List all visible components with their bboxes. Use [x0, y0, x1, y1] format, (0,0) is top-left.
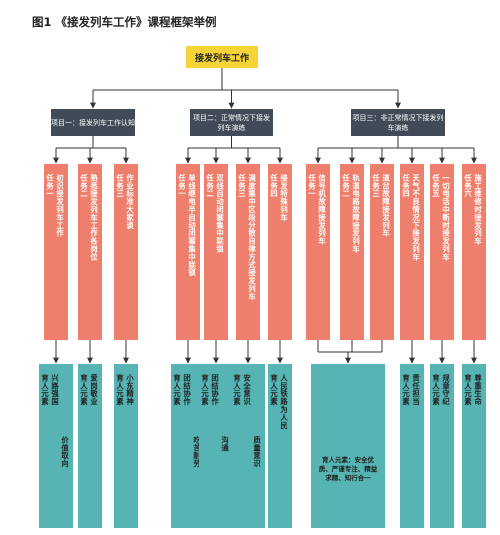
value-text-secondary: 价值取向 [61, 436, 70, 468]
value-label: 育人元素 [432, 374, 441, 406]
value-text: 团结协作 [211, 374, 220, 406]
value-text: 安全意识 [243, 374, 252, 406]
value-label: 育人元素 [201, 374, 210, 406]
task-node: 任务一单线继电半自动闭塞集中联锁 [176, 164, 200, 340]
task-node: 任务三调度集中区段分散自律方式接发列车 [236, 164, 260, 340]
task-number: 任务三 [238, 174, 247, 198]
task-node: 任务三作业标准大家谈 [114, 164, 138, 340]
merged-value-text: 育人元素：安全优质、严谨专注、精益求精、知行合一 [318, 456, 378, 482]
task-title: 天气不良情况下接发列车 [412, 174, 421, 261]
value-text: 人民铁路为人民 [280, 374, 289, 430]
task-title: 一切电话中断时接发列车 [442, 174, 451, 261]
task-number: 任务二 [342, 174, 351, 198]
task-number: 任务二 [80, 174, 89, 198]
value-text-secondary: 沟通 [221, 436, 230, 452]
task-title: 作业标准大家谈 [126, 174, 135, 230]
task-number: 任务四 [402, 174, 411, 198]
figure-title: 图1 《接发列车工作》课程框架举例 [32, 15, 217, 29]
task-number: 任务一 [46, 174, 55, 198]
task-node: 任务一初识接发列车工作 [44, 164, 68, 340]
value-text: 尊重生命 [474, 374, 483, 406]
task-number: 任务二 [206, 174, 215, 198]
value-label: 育人元素 [41, 374, 50, 406]
value-node: 育人元素团结协作沟通 [199, 364, 233, 528]
value-node: 育人元素规章守纪 [430, 364, 454, 528]
task-title: 双线自动闭塞集中联锁 [216, 174, 225, 253]
task-number: 任务六 [464, 174, 473, 198]
task-title: 初识接发列车工作 [56, 174, 65, 238]
task-title: 施工维修时接发列车 [474, 174, 483, 246]
task-title: 道岔故障接发列车 [382, 174, 391, 238]
task-number: 任务一 [308, 174, 317, 198]
task-node: 任务四接发特殊列车 [268, 164, 292, 340]
value-node: 育人元素爱岗敬业 [78, 364, 102, 528]
task-node: 任务二轨道电路故障接发列车 [340, 164, 364, 340]
value-node: 育人元素人民铁路为人民 [268, 364, 292, 528]
value-node: 育人元素安全意识质量意识 [231, 364, 265, 528]
task-title: 轨道电路故障接发列车 [352, 174, 361, 253]
value-label: 育人元素 [402, 374, 411, 406]
task-number: 任务三 [372, 174, 381, 198]
value-text: 团结协作 [183, 374, 192, 406]
value-text: 兴路强国 [51, 374, 60, 406]
value-label: 育人元素 [464, 374, 473, 406]
task-number: 任务五 [432, 174, 441, 198]
project-3-node: 项目三：非正常情况下接发列车演练 [351, 109, 445, 136]
project-1-node: 项目一：接发列车工作认知 [51, 109, 135, 136]
task-title: 调度集中区段分散自律方式接发列车 [248, 174, 257, 301]
task-title: 单线继电半自动闭塞集中联锁 [188, 174, 197, 277]
task-node: 任务二熟悉接发列车工作各岗位 [78, 164, 102, 340]
value-text: 小东精神 [126, 374, 135, 406]
value-label: 育人元素 [116, 374, 125, 406]
value-node: 育人元素兴路强国价值取向 [39, 364, 73, 528]
task-node: 任务六施工维修时接发列车 [462, 164, 486, 340]
root-node: 接发列车工作 [186, 46, 258, 68]
value-label: 育人元素 [80, 374, 89, 406]
value-text: 规章守纪 [442, 374, 451, 406]
task-title: 熟悉接发列车工作各岗位 [90, 174, 99, 261]
value-label: 育人元素 [233, 374, 242, 406]
value-node: 育人元素小东精神 [114, 364, 138, 528]
merged-value-node: 育人元素：安全优质、严谨专注、精益求精、知行合一 [311, 364, 385, 528]
task-number: 任务一 [178, 174, 187, 198]
task-node: 任务二双线自动闭塞集中联锁 [204, 164, 228, 340]
value-text: 责任担当 [412, 374, 421, 406]
value-node: 育人元素责任担当 [400, 364, 424, 528]
task-number: 任务四 [270, 174, 279, 198]
project-2-node: 项目二：正常情况下接发列车演练 [190, 109, 273, 136]
task-title: 信号机故障接发列车 [318, 174, 327, 246]
value-text-secondary: 吃苦耐劳 [193, 436, 202, 468]
value-node: 育人元素尊重生命 [462, 364, 486, 528]
task-node: 任务三道岔故障接发列车 [370, 164, 394, 340]
task-node: 任务四天气不良情况下接发列车 [400, 164, 424, 340]
task-number: 任务三 [116, 174, 125, 198]
value-label: 育人元素 [173, 374, 182, 406]
value-text: 爱岗敬业 [90, 374, 99, 406]
task-node: 任务一信号机故障接发列车 [306, 164, 330, 340]
task-title: 接发特殊列车 [280, 174, 289, 222]
value-label: 育人元素 [270, 374, 279, 406]
value-text-secondary: 质量意识 [253, 436, 262, 468]
task-node: 任务五一切电话中断时接发列车 [430, 164, 454, 340]
